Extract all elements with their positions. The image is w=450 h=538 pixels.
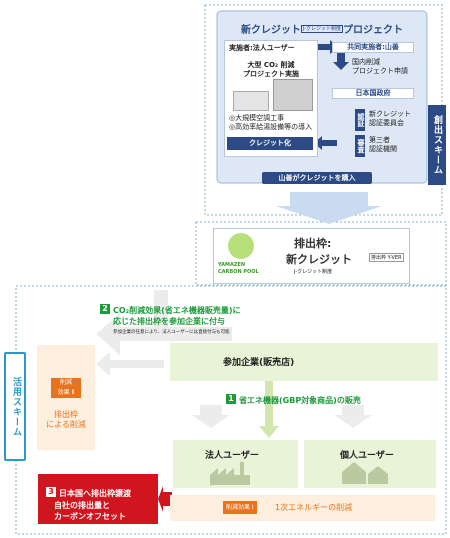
bullet-item-2: ◎高効率給湯設備等の導入 xyxy=(229,123,313,131)
participant-box-bg xyxy=(170,343,438,381)
air-conditioner-icon xyxy=(233,91,269,111)
participant-company: 参加企業(販売店) xyxy=(223,358,295,368)
step2-line2: 応じた排出枠を参加企業に付与 xyxy=(113,317,225,326)
effect2-text2: による削減 xyxy=(46,420,86,429)
effect2-tag: 削減 効果 Ⅱ xyxy=(51,378,81,398)
step2-number: 2 xyxy=(100,303,110,314)
effect1-box-bg xyxy=(170,495,435,521)
cert-text1: 新クレジット xyxy=(369,110,411,118)
cert-text2: 認証委員会 xyxy=(369,119,404,127)
step2-note: 参加企業の任意により、法人ユーザーには直接付与も可能 xyxy=(113,330,230,335)
step3-box-bg xyxy=(38,474,158,524)
y-ver-tag: 排出枠 Y-VER xyxy=(369,253,404,262)
project-line1: 大型 CO₂ 削減 xyxy=(247,60,295,69)
project-line2: プロジェクト実施 xyxy=(243,69,299,78)
implementer-box: 実施者:法人ユーザー 大型 CO₂ 削減 プロジェクト実施 ◎大規模空調工事 ◎… xyxy=(224,40,318,157)
japanese-government: 日本国政府 xyxy=(332,88,414,99)
title-suffix: プロジェクト xyxy=(343,25,404,36)
bullet-item-1: ◎大規模空調工事 xyxy=(229,114,285,122)
purchase-bar: 山善がクレジットを購入 xyxy=(262,172,372,184)
corporate-user: 法人ユーザー xyxy=(205,451,259,461)
step3-line2: 自社の排出量と xyxy=(54,501,110,510)
co-implementer: 共同実施者:山善 xyxy=(332,42,414,53)
logo-line2: CARBON POOL xyxy=(218,269,259,275)
effect2-text1: 排出枠 xyxy=(54,410,78,419)
verify-text1: 第三者 xyxy=(369,136,390,144)
certification-tag: 認証 xyxy=(355,109,365,131)
title-badge: J-クレジット制度 xyxy=(300,25,344,33)
carbon-pool-logo-icon xyxy=(228,233,254,259)
implementer-label: 実施者:法人ユーザー xyxy=(229,44,295,52)
logo-line1: YAMAZEN xyxy=(218,262,246,268)
step2-line1: CO₂削減効果(省エネ機器販売量)に xyxy=(113,306,241,315)
verify-text2: 認証機関 xyxy=(369,145,397,153)
credit-title2: 新クレジット xyxy=(286,253,352,266)
water-heater-icon xyxy=(273,79,313,111)
effect2-tag-line1: 削減 xyxy=(59,379,72,386)
emission-credit-box: YAMAZEN CARBON POOL 排出枠: 新クレジット J-クレジット制… xyxy=(213,228,410,284)
apply-line2: プロジェクト申請 xyxy=(352,67,408,75)
utilization-scheme-label: 活用スキーム xyxy=(4,352,26,461)
step3-line1: 日本国へ排出枠譲渡 xyxy=(59,489,131,498)
title-prefix: 新クレジット xyxy=(240,25,301,36)
credit-title1: 排出枠: xyxy=(294,237,332,250)
credit-badge: J-クレジット制度 xyxy=(294,269,333,275)
step3-number: 3 xyxy=(46,486,56,497)
step1-number: 1 xyxy=(226,393,236,404)
down-arrow-top xyxy=(276,192,382,224)
step1-text: 省エネ機器(GBP対象商品)の販売 xyxy=(239,396,361,405)
individual-user: 個人ユーザー xyxy=(340,451,394,461)
effect2-tag-line2: 効果 Ⅱ xyxy=(57,389,75,396)
effect1-text: 1次エネルギーの削減 xyxy=(275,503,353,512)
effect1-tag: 削減効果 Ⅰ xyxy=(223,501,257,514)
verification-tag: 審査 xyxy=(355,135,365,157)
creation-scheme-label: 創出スキーム xyxy=(428,105,446,185)
credit-conversion-button: クレジット化 xyxy=(227,137,313,150)
apply-line1: 国内削減 xyxy=(352,58,380,66)
step3-line3: カーボンオフセット xyxy=(54,512,126,521)
